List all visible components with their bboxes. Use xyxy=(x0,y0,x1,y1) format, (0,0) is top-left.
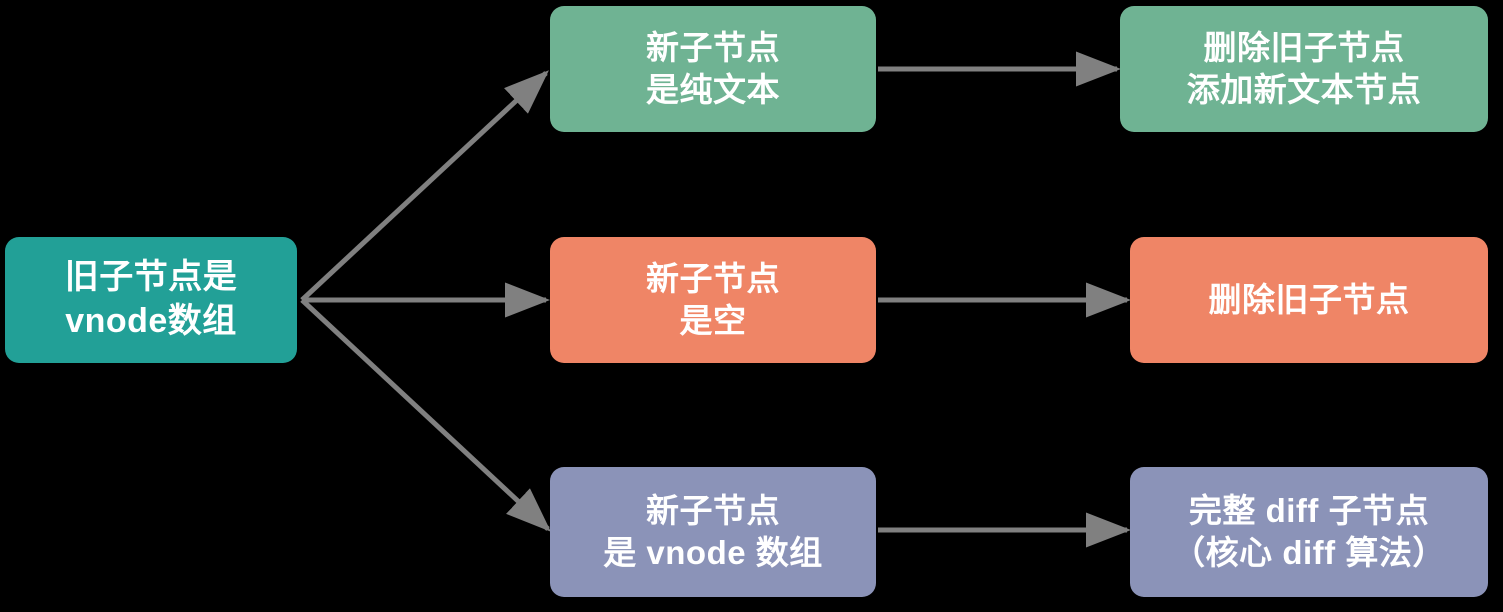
node-condition-new-children-text[interactable]: 新子节点 是纯文本 xyxy=(550,6,876,132)
node-source-line2: vnode数组 xyxy=(65,302,237,340)
node-source-line1: 旧子节点是 xyxy=(64,258,238,297)
node-old-children-vnode-array[interactable]: 旧子节点是 vnode数组 xyxy=(5,237,297,363)
node-action-full-diff[interactable]: 完整 diff 子节点 （核心 diff 算法） xyxy=(1130,467,1488,597)
node-condition-new-children-vnode-array[interactable]: 新子节点 是 vnode 数组 xyxy=(550,467,876,597)
edge-source-to-array xyxy=(300,298,551,532)
node-condition-array-line2: 是 vnode 数组 xyxy=(603,534,823,571)
node-action-diff-line1: 完整 diff 子节点 xyxy=(1188,491,1430,529)
node-condition-new-children-empty[interactable]: 新子节点 是空 xyxy=(550,237,876,363)
node-condition-empty-line2: 是空 xyxy=(679,302,747,339)
node-action-diff-line2: （核心 diff 算法） xyxy=(1172,534,1446,571)
node-action-text-line1: 删除旧子节点 xyxy=(1203,28,1405,66)
node-condition-text-line1: 新子节点 xyxy=(646,28,780,66)
node-action-empty-line1: 删除旧子节点 xyxy=(1208,280,1410,318)
node-action-text-line2: 添加新文本节点 xyxy=(1186,71,1422,108)
node-action-replace-with-text[interactable]: 删除旧子节点 添加新文本节点 xyxy=(1120,6,1488,132)
node-condition-empty-line1: 新子节点 xyxy=(646,259,780,297)
edge-source-to-text xyxy=(300,70,549,302)
node-condition-text-line2: 是纯文本 xyxy=(646,71,780,108)
node-condition-array-line1: 新子节点 xyxy=(646,491,780,529)
node-action-remove-old-children[interactable]: 删除旧子节点 xyxy=(1130,237,1488,363)
